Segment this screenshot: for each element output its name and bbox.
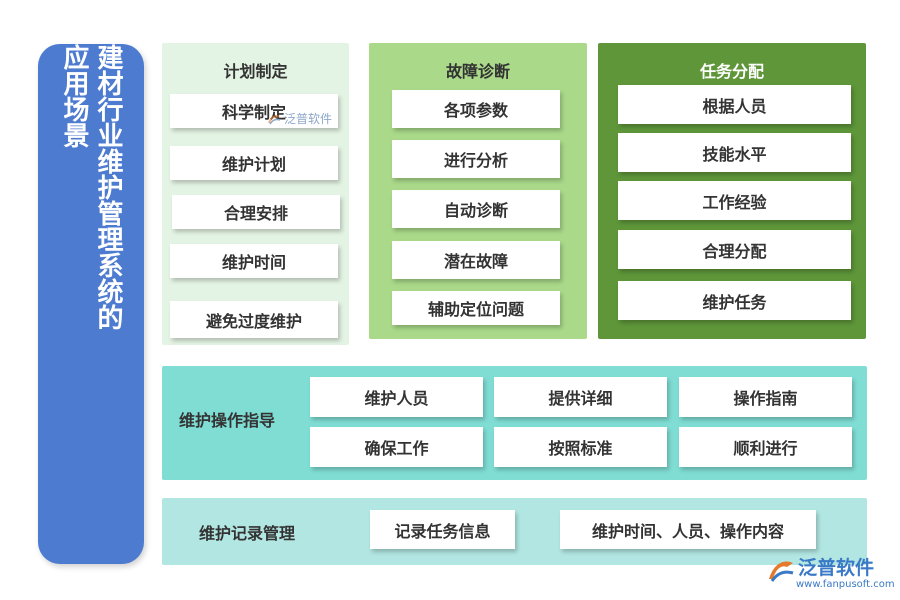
watermark-center: 泛普软件 <box>266 110 332 127</box>
diagnosis-panel-title: 故障诊断 <box>445 62 510 81</box>
plan-item: 维护计划 <box>170 146 338 180</box>
task-item: 维护任务 <box>618 281 851 320</box>
diagnosis-item: 辅助定位问题 <box>392 291 560 325</box>
guide-item: 操作指南 <box>679 377 852 417</box>
plan-item: 合理安排 <box>172 195 340 229</box>
brand-name: 泛普软件 <box>798 557 875 579</box>
brand-logo: 泛普软件 www.fanpusoft.com <box>766 553 896 599</box>
task-item: 技能水平 <box>618 133 851 172</box>
task-item: 工作经验 <box>618 181 851 220</box>
guide-item: 提供详细 <box>494 377 667 417</box>
guide-item: 维护人员 <box>310 377 483 417</box>
title-line-2: 应用场景 <box>59 44 89 148</box>
title-line-1: 建材行业维护管理系统的 <box>93 44 123 330</box>
brand-logo-icon <box>268 114 281 124</box>
diagnosis-item: 潜在故障 <box>392 241 560 279</box>
task-item: 根据人员 <box>618 85 851 124</box>
diagnosis-item: 各项参数 <box>392 90 560 128</box>
diagnosis-item: 进行分析 <box>392 140 560 178</box>
record-item: 维护时间、人员、操作内容 <box>560 510 816 549</box>
plan-panel: 计划制定 科学制定 维护计划 合理安排 维护时间 避免过度维护 <box>162 43 349 345</box>
plan-item: 维护时间 <box>170 244 338 278</box>
watermark-center-text: 泛普软件 <box>284 112 333 126</box>
record-panel: 维护记录管理 记录任务信息 维护时间、人员、操作内容 <box>162 498 867 565</box>
brand-url: www.fanpusoft.com <box>796 579 895 590</box>
diagnosis-item: 自动诊断 <box>392 190 560 228</box>
task-item: 合理分配 <box>618 230 851 269</box>
record-item: 记录任务信息 <box>370 510 515 549</box>
guide-label: 维护操作指导 <box>179 411 276 430</box>
task-panel: 任务分配 根据人员 技能水平 工作经验 合理分配 维护任务 <box>598 43 866 339</box>
guide-item: 按照标准 <box>494 427 667 467</box>
task-panel-title: 任务分配 <box>699 62 764 81</box>
guide-panel: 维护操作指导 维护人员 提供详细 操作指南 确保工作 按照标准 顺利进行 <box>162 366 867 480</box>
record-label: 维护记录管理 <box>199 524 296 543</box>
guide-item: 确保工作 <box>310 427 483 467</box>
guide-item: 顺利进行 <box>679 427 852 467</box>
plan-item: 科学制定 <box>170 94 338 128</box>
diagnosis-panel: 故障诊断 各项参数 进行分析 自动诊断 潜在故障 辅助定位问题 <box>369 43 587 339</box>
plan-panel-title: 计划制定 <box>223 62 288 81</box>
title-bar: 建材行业维护管理系统的 应用场景 <box>38 44 144 564</box>
brand-swoosh-icon <box>769 561 794 582</box>
plan-item: 避免过度维护 <box>170 301 338 338</box>
